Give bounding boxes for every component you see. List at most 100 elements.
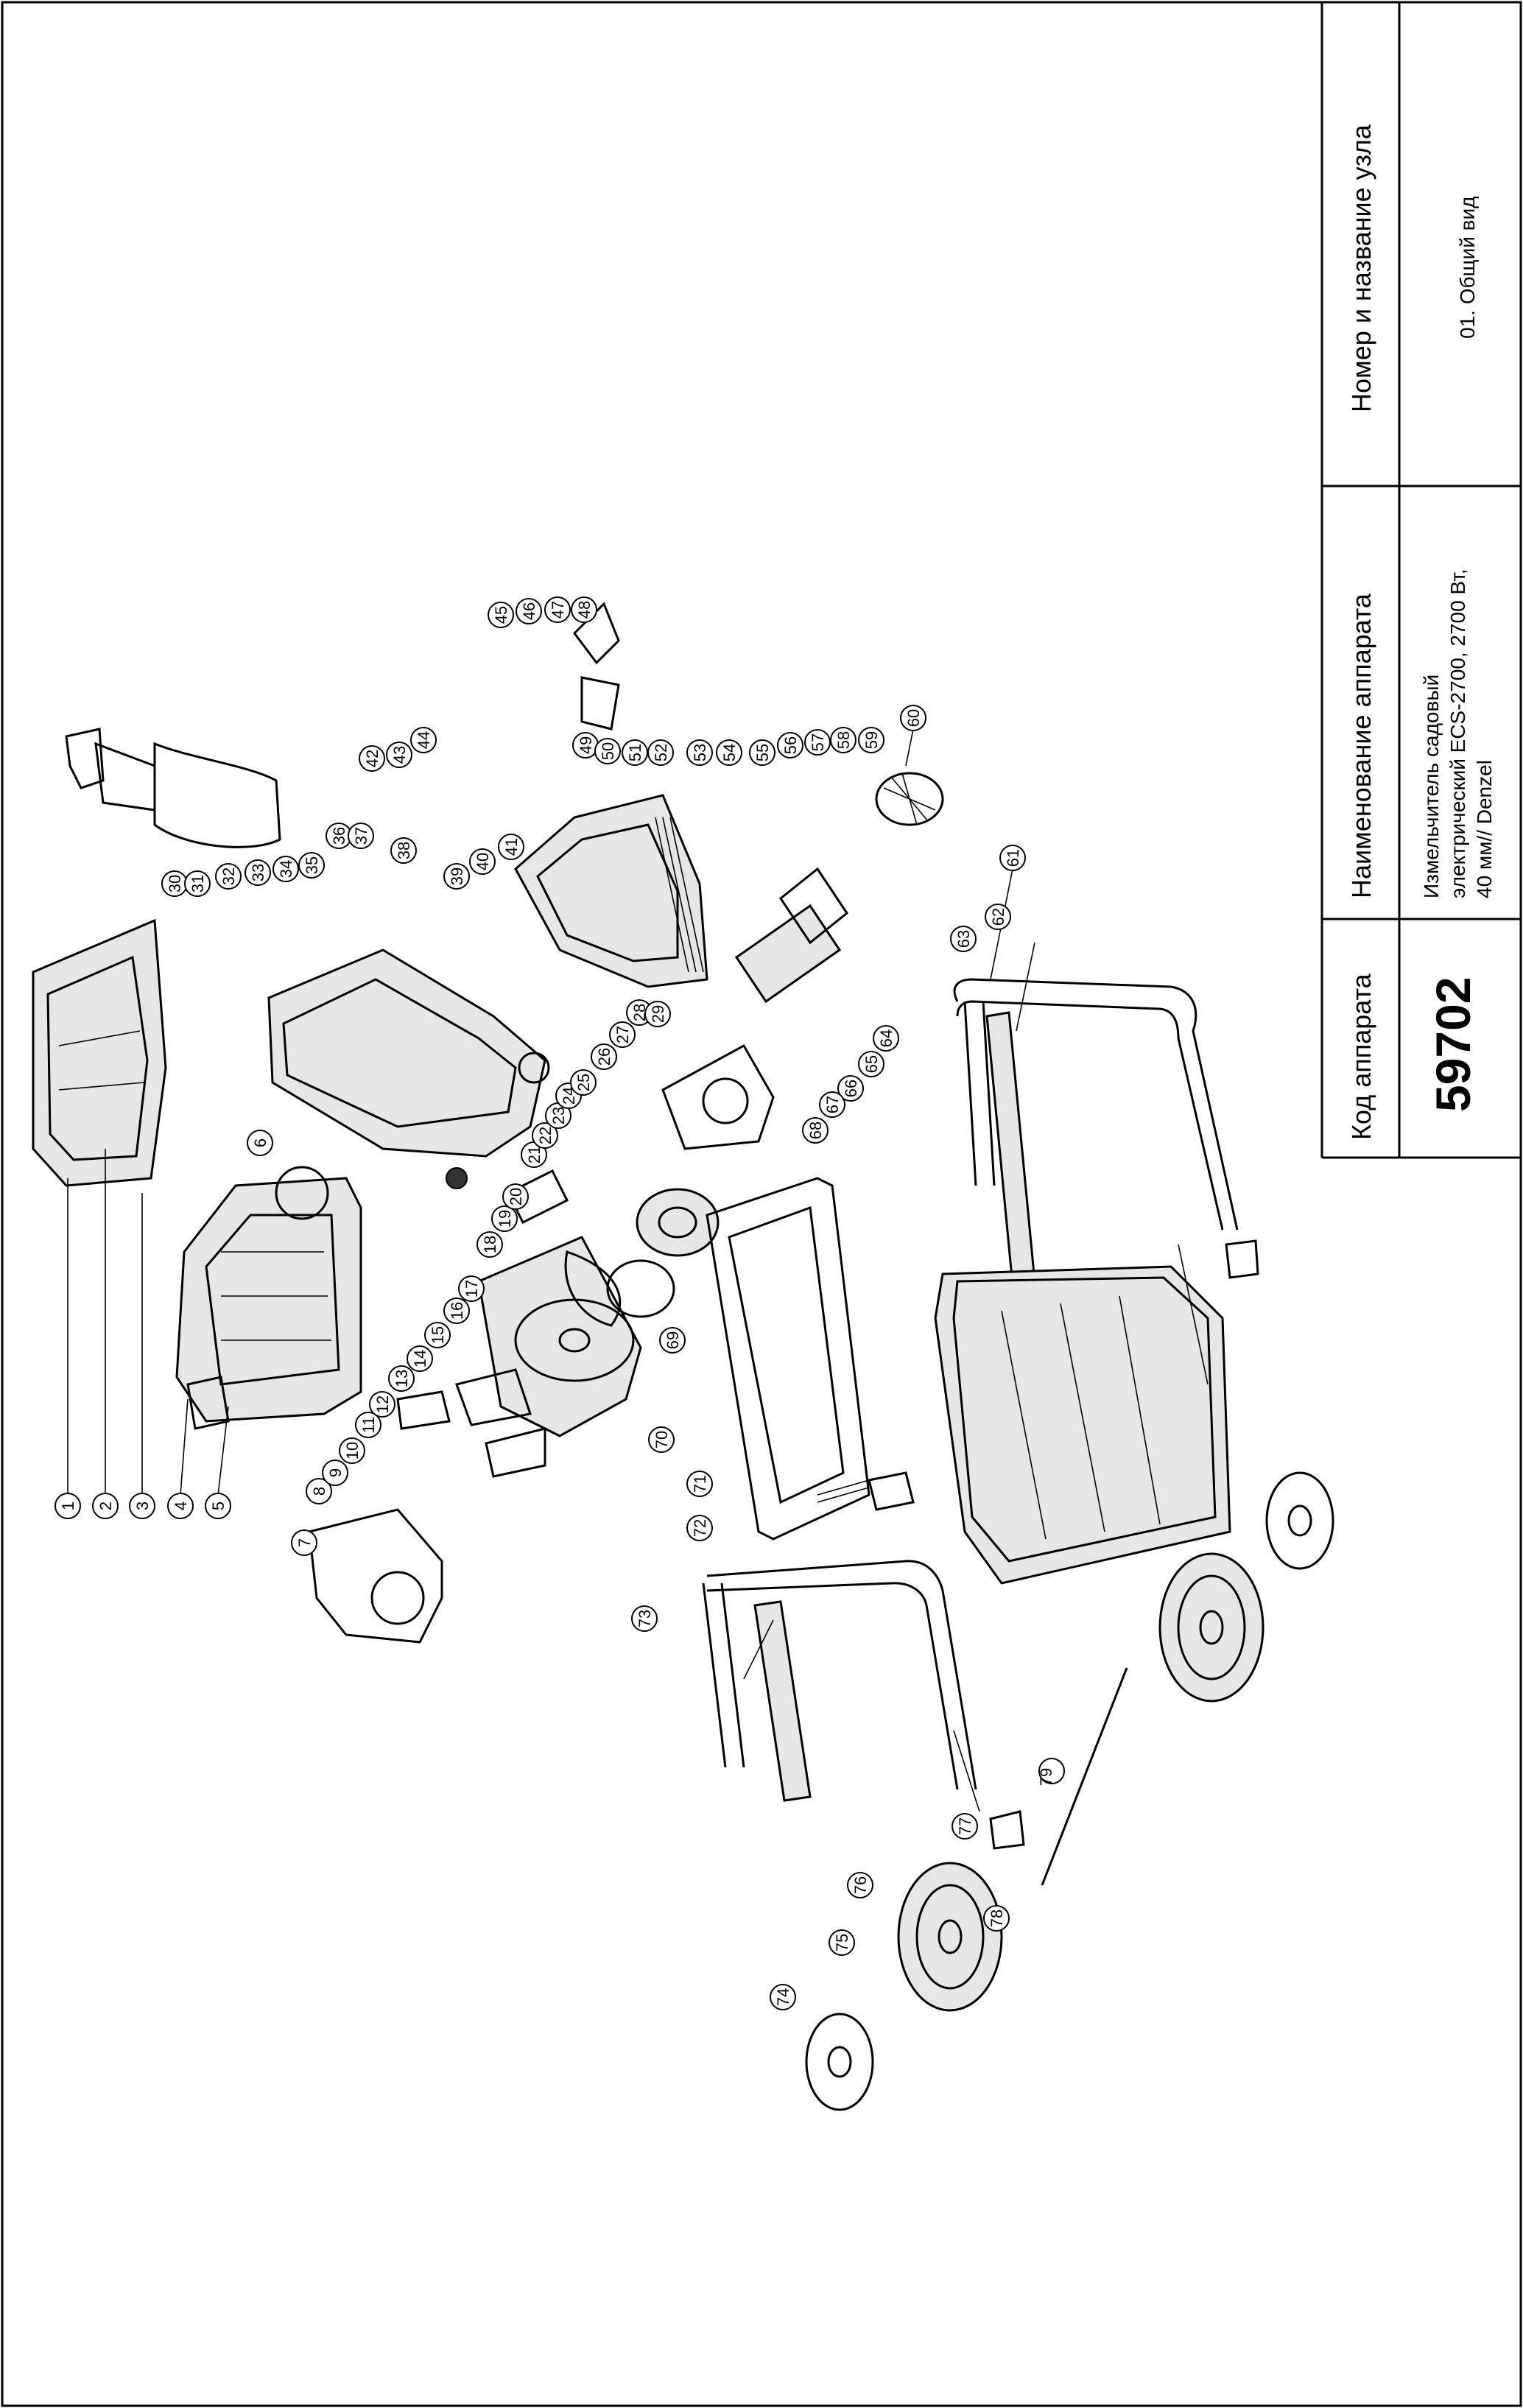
svg-text:30: 30 — [166, 875, 184, 893]
callout-10: 10 — [339, 1437, 365, 1464]
callout-19: 19 — [491, 1205, 518, 1232]
motor-housing-part — [514, 602, 708, 988]
svg-text:33: 33 — [249, 864, 267, 881]
callout-65: 65 — [858, 1051, 884, 1077]
switch-part — [446, 1167, 569, 1225]
callout-45: 45 — [488, 602, 514, 628]
svg-text:50: 50 — [599, 742, 617, 760]
callout-66: 66 — [837, 1075, 864, 1102]
callout-39: 39 — [443, 863, 470, 890]
svg-text:59: 59 — [862, 731, 881, 749]
svg-text:64: 64 — [877, 1029, 896, 1047]
svg-text:61: 61 — [1004, 849, 1022, 867]
svg-text:6: 6 — [251, 1138, 270, 1147]
callout-8: 8 — [306, 1478, 332, 1504]
callout-31: 31 — [184, 870, 211, 897]
callout-21: 21 — [521, 1141, 547, 1168]
callout-38: 38 — [390, 837, 417, 864]
name-line-2: электрический ECS-2700, 2700 Вт, — [1446, 568, 1469, 898]
callout-46: 46 — [516, 598, 542, 624]
callout-62: 62 — [985, 904, 1011, 930]
callout-17: 17 — [458, 1275, 485, 1302]
feed-hopper-part — [267, 948, 550, 1158]
parts-artwork — [32, 602, 1334, 2111]
callout-54: 54 — [716, 739, 742, 766]
svg-text:3: 3 — [133, 1502, 152, 1510]
svg-text:22: 22 — [536, 1127, 555, 1144]
wheel-parts — [805, 1239, 1334, 2111]
svg-text:63: 63 — [954, 930, 973, 948]
gearbox-part — [606, 1043, 775, 1318]
callout-64: 64 — [873, 1025, 899, 1052]
callout-59: 59 — [858, 727, 884, 753]
handle-bar-lower — [702, 1560, 977, 1802]
callout-24: 24 — [555, 1082, 582, 1109]
callout-56: 56 — [777, 732, 803, 758]
callout-43: 43 — [386, 742, 412, 768]
svg-text:35: 35 — [303, 856, 321, 874]
callout-30: 30 — [161, 870, 188, 897]
callout-71: 71 — [686, 1471, 713, 1497]
callout-52: 52 — [647, 739, 674, 766]
svg-text:32: 32 — [219, 867, 238, 885]
svg-text:26: 26 — [595, 1048, 613, 1066]
callout-72: 72 — [686, 1515, 713, 1541]
callout-40: 40 — [469, 848, 496, 875]
callout-51: 51 — [622, 739, 648, 766]
svg-text:11: 11 — [359, 1417, 378, 1434]
callout-48: 48 — [571, 596, 597, 623]
callout-70: 70 — [648, 1426, 675, 1453]
callout-58: 58 — [830, 727, 857, 753]
label-part — [186, 1376, 230, 1430]
lower-housing-part — [175, 1166, 362, 1423]
callout-77: 77 — [952, 1813, 978, 1840]
svg-text:60: 60 — [904, 709, 923, 727]
callout-35: 35 — [298, 852, 325, 879]
callout-18: 18 — [476, 1231, 503, 1258]
svg-text:67: 67 — [823, 1096, 842, 1113]
svg-text:40: 40 — [474, 853, 492, 870]
svg-text:54: 54 — [720, 744, 739, 761]
svg-text:15: 15 — [429, 1326, 447, 1344]
callout-57: 57 — [804, 729, 831, 756]
handle-bar-upper — [953, 978, 1239, 1286]
callout-76: 76 — [847, 1872, 873, 1898]
callout-3: 3 — [129, 1493, 155, 1519]
svg-text:79: 79 — [1037, 1768, 1055, 1786]
unit-value: 01. Общий вид — [1456, 196, 1479, 339]
spring-part — [817, 1471, 915, 1511]
name-value: Измельчитель садовый электрический ECS-2… — [1418, 568, 1498, 898]
unit-header: Номер и название узла — [1346, 124, 1376, 412]
svg-text:8: 8 — [310, 1487, 328, 1496]
callout-5: 5 — [205, 1493, 231, 1519]
name-header: Наименование аппарата — [1346, 594, 1376, 898]
callout-55: 55 — [749, 739, 775, 766]
callout-13: 13 — [388, 1365, 415, 1392]
code-value: 59702 — [1426, 976, 1480, 1112]
svg-text:55: 55 — [753, 744, 772, 761]
name-line-3: 40 мм// Denzel — [1473, 760, 1496, 898]
svg-text:23: 23 — [549, 1107, 568, 1124]
svg-text:36: 36 — [330, 827, 348, 845]
callout-74: 74 — [770, 1984, 796, 2010]
callout-4: 4 — [167, 1493, 194, 1519]
svg-text:71: 71 — [691, 1475, 709, 1493]
svg-text:53: 53 — [691, 744, 709, 761]
callout-22: 22 — [532, 1122, 558, 1149]
callout-68: 68 — [802, 1117, 829, 1144]
callout-29: 29 — [644, 1001, 671, 1027]
svg-text:58: 58 — [834, 731, 853, 749]
callout-25: 25 — [570, 1069, 597, 1096]
svg-text:34: 34 — [277, 860, 295, 878]
svg-text:37: 37 — [352, 827, 370, 845]
svg-text:19: 19 — [496, 1210, 514, 1228]
bottle-part — [65, 728, 281, 848]
name-line-1: Измельчитель садовый — [1420, 674, 1443, 898]
callout-42: 42 — [359, 745, 385, 772]
collection-bin-part — [934, 1265, 1231, 1585]
leader-lines — [67, 728, 1209, 1812]
callout-12: 12 — [369, 1391, 395, 1418]
code-header: Код аппарата — [1346, 974, 1376, 1140]
callout-7: 7 — [291, 1529, 317, 1556]
